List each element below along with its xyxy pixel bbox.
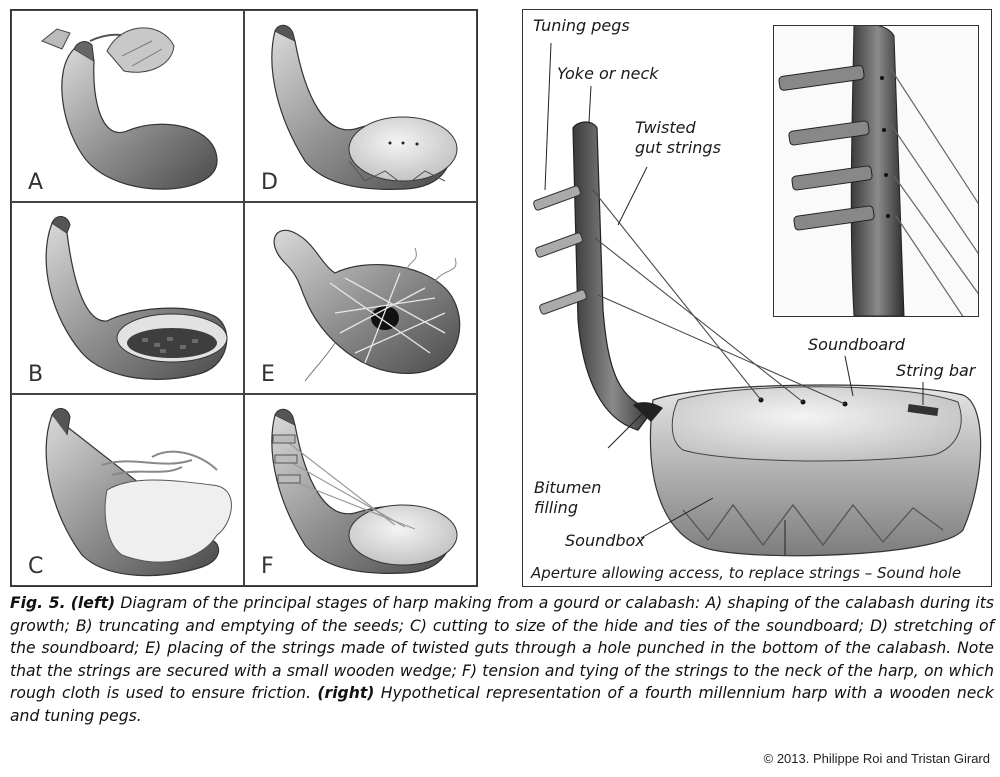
label-tuning-pegs: Tuning pegs bbox=[533, 16, 630, 35]
caption-right-tag: (right) bbox=[317, 684, 375, 702]
stage-d-letter: D bbox=[261, 170, 278, 195]
stage-a-letter: A bbox=[28, 170, 44, 195]
figure-caption: Fig. 5. (left) Diagram of the principal … bbox=[10, 592, 994, 727]
stage-f-panel: F bbox=[244, 394, 477, 586]
tuning-pegs-inset bbox=[773, 25, 979, 317]
harp-illustration bbox=[533, 42, 982, 557]
tuning-pegs-closeup bbox=[778, 26, 978, 316]
stage-c-panel: C bbox=[11, 394, 244, 586]
stage-d-illustration bbox=[271, 24, 458, 190]
label-aperture: Aperture allowing access, to replace str… bbox=[531, 564, 962, 582]
stage-b-panel: B bbox=[11, 202, 244, 394]
label-soundboard: Soundboard bbox=[808, 335, 905, 354]
label-yoke: Yoke or neck bbox=[557, 64, 659, 83]
stages-grid: A D B bbox=[10, 9, 478, 587]
caption-left-text: Diagram of the principal stages of harp … bbox=[10, 594, 994, 702]
copyright-notice: © 2013. Philippe Roi and Tristan Girard bbox=[763, 751, 990, 766]
caption-right-text: Hypothetical representation of a fourth … bbox=[10, 684, 994, 725]
stage-f-letter: F bbox=[261, 554, 274, 579]
stage-c-letter: C bbox=[28, 554, 44, 579]
stage-c-illustration bbox=[45, 408, 232, 577]
stage-a-illustration bbox=[41, 27, 218, 190]
stage-b-letter: B bbox=[28, 362, 44, 387]
label-bitumen-2: filling bbox=[534, 498, 578, 517]
label-twisted-2: gut strings bbox=[635, 138, 721, 157]
stage-b-illustration bbox=[45, 216, 228, 380]
caption-left-tag: (left) bbox=[70, 594, 116, 612]
label-twisted-1: Twisted bbox=[635, 118, 696, 137]
stage-e-illustration bbox=[273, 229, 461, 382]
stage-f-illustration bbox=[271, 408, 458, 574]
stage-e-letter: E bbox=[261, 362, 275, 387]
stage-d-panel: D bbox=[244, 10, 477, 202]
stage-e-panel: E bbox=[244, 202, 477, 394]
label-bitumen-1: Bitumen bbox=[534, 478, 602, 497]
label-string-bar: String bar bbox=[896, 361, 976, 380]
harp-illustration-panel: Tuning pegs Yoke or neck Twisted gut str… bbox=[522, 9, 992, 587]
caption-fig-number: Fig. 5. bbox=[10, 594, 66, 612]
label-soundbox: Soundbox bbox=[565, 531, 645, 550]
stage-a-panel: A bbox=[11, 10, 244, 202]
